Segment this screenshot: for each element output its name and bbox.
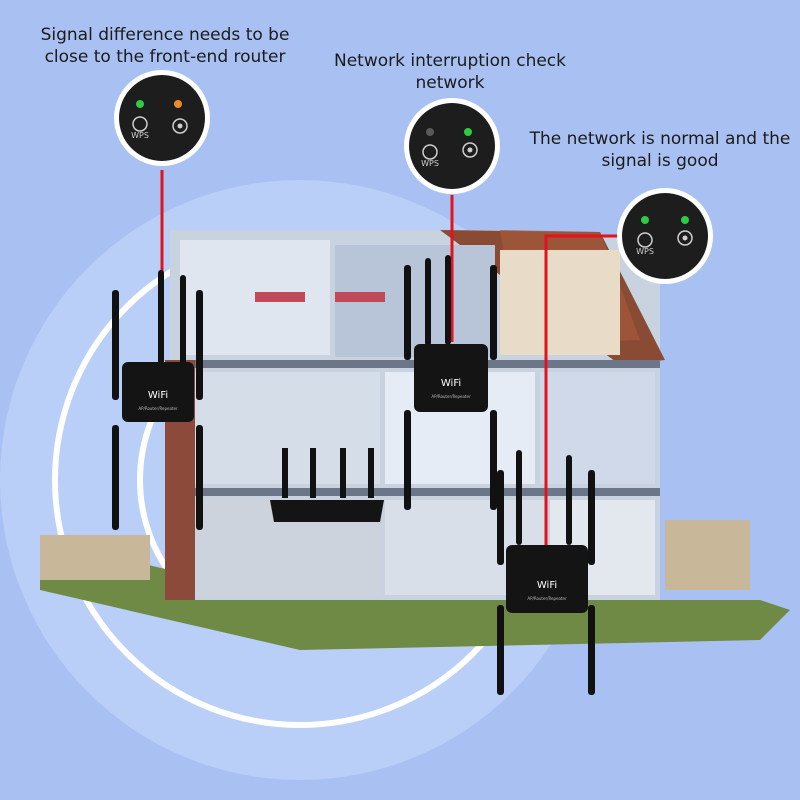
- wps-icon: [132, 116, 148, 132]
- signal-led: [174, 100, 182, 108]
- lawn: [40, 540, 790, 650]
- device-sublabel: AP/Router/Repeater: [527, 596, 567, 601]
- signal-led: [464, 128, 472, 136]
- signal-icon: [462, 142, 478, 158]
- device-sublabel: AP/Router/Repeater: [138, 406, 178, 411]
- wps-led: [136, 100, 144, 108]
- callout-line: close to the front-end router: [44, 47, 286, 67]
- wifi-extender-2: WiFi AP/Router/Repeater: [404, 255, 497, 510]
- wps-led: [641, 216, 649, 224]
- callout-line: signal is good: [601, 151, 719, 171]
- leader-line-3: [544, 234, 622, 545]
- callout-line: Signal difference needs to be: [40, 25, 290, 45]
- callout-signal-weak: Signal difference needs to be close to t…: [30, 24, 300, 68]
- indicator-badge-2: WPS: [404, 98, 500, 194]
- callout-line: network: [415, 73, 485, 93]
- device-label: WiFi: [537, 580, 557, 591]
- signal-icon: [172, 118, 188, 134]
- wifi-extender-1: WiFi AP/Router/Repeater: [112, 270, 203, 530]
- wps-icon: [422, 144, 438, 160]
- wps-label: WPS: [131, 131, 149, 140]
- wps-led: [426, 128, 434, 136]
- device-label: WiFi: [148, 390, 168, 401]
- wps-label: WPS: [636, 247, 654, 256]
- wps-icon: [637, 232, 653, 248]
- wps-label: WPS: [421, 159, 439, 168]
- callout-line: The network is normal and the: [529, 129, 791, 149]
- indicator-badge-1: WPS: [114, 70, 210, 166]
- callout-network-interruption: Network interruption check network: [320, 50, 580, 94]
- wifi-extender-3: WiFi AP/Router/Repeater: [497, 450, 595, 695]
- callout-line: Network interruption check: [334, 51, 566, 71]
- device-label: WiFi: [441, 378, 461, 389]
- indicator-badge-3: WPS: [617, 188, 713, 284]
- signal-led: [681, 216, 689, 224]
- device-sublabel: AP/Router/Repeater: [431, 394, 471, 399]
- callout-network-normal: The network is normal and the signal is …: [520, 128, 800, 172]
- router: [270, 448, 384, 522]
- signal-icon: [677, 230, 693, 246]
